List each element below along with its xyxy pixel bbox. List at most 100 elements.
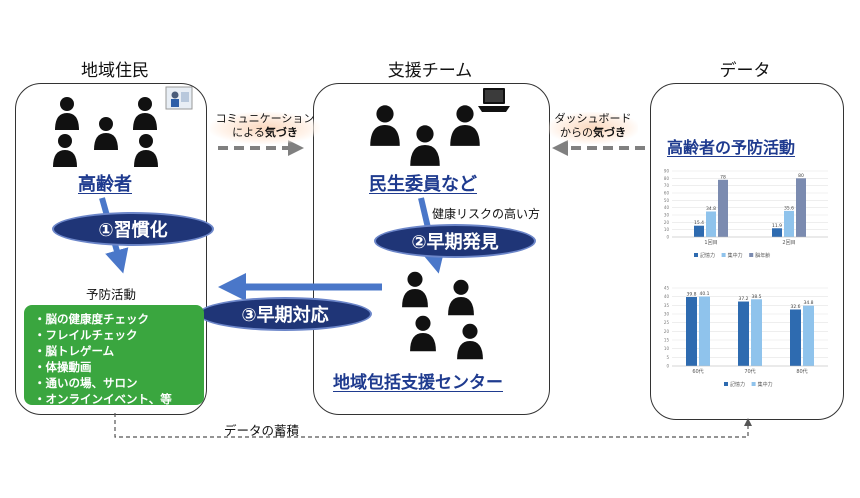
activity-item: ・フレイルチェック: [34, 328, 138, 342]
activity-item: ・オンラインイベント、等: [34, 392, 172, 406]
x-tick-label: 2回目: [782, 240, 795, 246]
person-icon: [457, 323, 483, 360]
bar: [784, 210, 794, 237]
dashboard-bold: 気づき: [593, 126, 626, 139]
person-icon: [94, 117, 118, 150]
legend-swatch: [724, 382, 728, 386]
bar: [718, 179, 728, 237]
y-tick-label: 40: [664, 205, 670, 210]
bar: [699, 296, 710, 366]
communication-line2: による: [232, 126, 265, 139]
y-tick-label: 25: [664, 320, 670, 325]
column-title-data: データ: [719, 61, 771, 81]
communication-awareness-bubble: コミュニケーション による気づき: [210, 112, 320, 144]
activity-item: ・脳の健康度チェック: [34, 312, 149, 326]
y-tick-label: 10: [664, 346, 670, 351]
person-icon: [133, 97, 157, 130]
activity-item: ・脳トレゲーム: [34, 344, 115, 358]
person-icon: [402, 271, 428, 308]
dashboard-awareness-bubble: ダッシュボード からの気づき: [548, 112, 638, 144]
data-label: 38.5: [751, 294, 761, 300]
legend-swatch: [749, 253, 754, 257]
x-tick-label: 1回目: [704, 240, 717, 246]
y-tick-label: 60: [664, 191, 670, 196]
legend-swatch: [694, 253, 698, 257]
person-icon: [448, 279, 474, 316]
bar: [738, 301, 749, 366]
y-tick-label: 30: [664, 213, 670, 218]
person-icon: [53, 134, 77, 167]
y-tick-label: 30: [664, 312, 670, 317]
communication-bold: 気づき: [264, 126, 298, 139]
activity-item: ・通いの場、サロン: [34, 376, 138, 390]
health-risk-label: 健康リスクの高い方: [432, 207, 541, 221]
data-label: 78: [720, 174, 726, 180]
activities-title: 予防活動: [86, 287, 137, 302]
step-habituation-oval: ①習慣化: [52, 212, 214, 246]
dashboard-line2: からの: [560, 126, 593, 139]
welfare-commissioner-label: 民生委員など: [369, 174, 477, 195]
step1-label: ①習慣化: [98, 220, 168, 241]
data-label: 35.6: [784, 205, 794, 211]
column-title-support-team: 支援チーム: [387, 61, 473, 81]
y-tick-label: 35: [664, 303, 670, 308]
communication-line1: コミュニケーション: [215, 112, 315, 125]
data-label: 37.2: [738, 296, 748, 302]
legend-label: 集中力: [728, 252, 743, 259]
legend-label: 記憶力: [730, 381, 745, 388]
y-tick-label: 20: [664, 220, 670, 225]
data-label: 39.8: [686, 292, 696, 298]
x-tick-label: 70代: [744, 368, 755, 375]
community-support-center-label: 地域包括支援センター: [333, 373, 503, 393]
column-title-residents: 地域住民: [81, 61, 149, 81]
step2-label: ②早期発見: [411, 232, 499, 253]
data-label: 40.1: [699, 291, 709, 297]
elderly-label: 高齢者: [78, 174, 132, 195]
bar: [686, 297, 697, 366]
person-icon: [134, 134, 158, 167]
activity-item: ・体操動画: [34, 360, 92, 374]
person-icon: [55, 97, 79, 130]
y-tick-label: 10: [664, 227, 670, 232]
y-tick-label: 20: [664, 329, 670, 334]
step-early-response-oval: ③早期対応: [198, 297, 372, 331]
step-early-detection-oval: ②早期発見: [374, 224, 536, 258]
x-tick-label: 80代: [796, 368, 807, 375]
data-accumulation-label: データの蓄積: [224, 423, 300, 438]
y-tick-label: 70: [664, 183, 670, 188]
x-tick-label: 60代: [692, 368, 703, 375]
photo-thumbnail-icon: [165, 86, 193, 110]
bar: [706, 211, 716, 237]
dashboard-line1: ダッシュボード: [554, 112, 632, 125]
person-icon: [450, 105, 480, 146]
data-label: 34.8: [706, 206, 716, 212]
data-label: 34.8: [803, 300, 813, 306]
bar: [772, 228, 782, 237]
cognitive-scores-by-session-chart: 0 10 20 30 40 50 60 70 80 90 15.4 34.8 78 1回目 11.9 35.6…: [664, 169, 828, 259]
legend-label: 集中力: [758, 381, 773, 388]
person-icon: [410, 315, 436, 352]
step3-label: ③早期対応: [241, 305, 329, 326]
data-label: 32.6: [790, 304, 800, 310]
y-tick-label: 0: [666, 235, 669, 240]
elderly-prevention-title: 高齢者の予防活動: [667, 138, 796, 157]
y-tick-label: 50: [664, 198, 670, 203]
legend-swatch: [721, 253, 726, 257]
y-tick-label: 45: [664, 286, 670, 291]
y-tick-label: 0: [666, 364, 669, 369]
y-tick-label: 90: [664, 169, 670, 174]
person-icon: [370, 105, 400, 146]
laptop-icon: [478, 88, 510, 112]
bar: [751, 299, 762, 366]
legend-swatch: [751, 382, 756, 386]
data-label: 80: [798, 173, 804, 179]
bar: [803, 305, 814, 366]
y-tick-label: 5: [666, 355, 669, 360]
y-tick-label: 15: [664, 338, 670, 343]
y-tick-label: 80: [664, 176, 670, 181]
legend-label: 記憶力: [700, 252, 715, 259]
y-tick-label: 40: [664, 294, 670, 299]
data-label: 15.4: [694, 220, 704, 226]
data-label: 11.9: [772, 223, 782, 229]
